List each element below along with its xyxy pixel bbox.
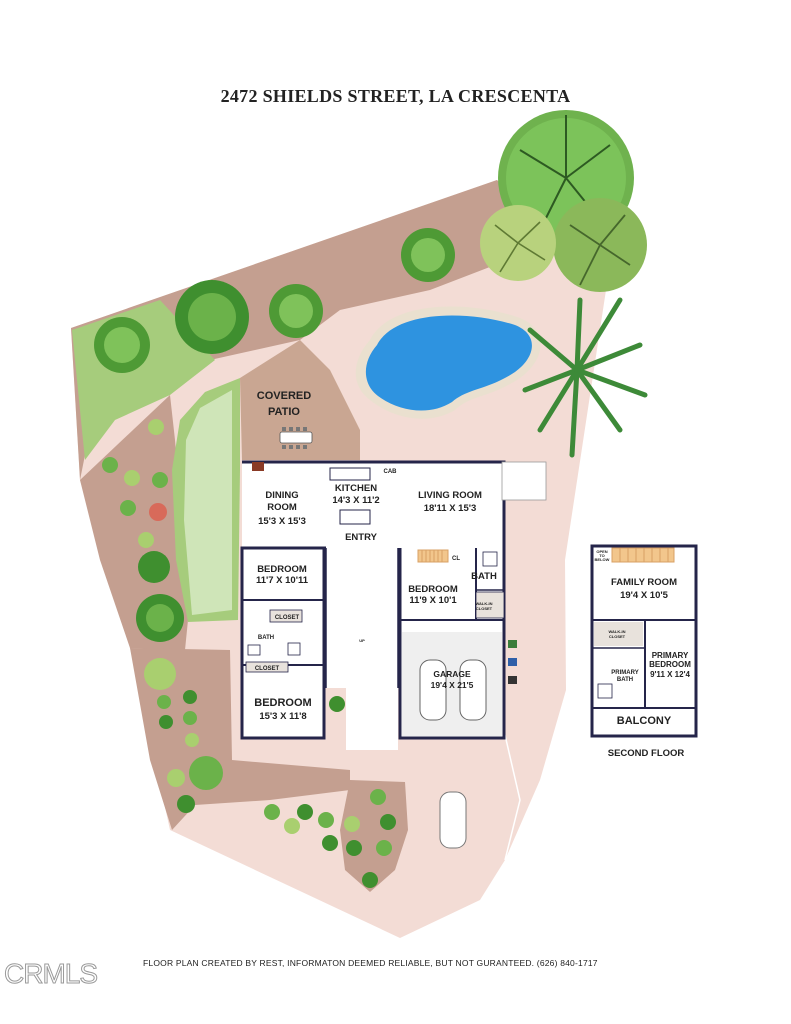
- page-title: 2472 SHIELDS STREET, LA CRESCENTA: [220, 86, 571, 106]
- dining-room-size: 15'3 X 15'3: [258, 516, 306, 527]
- closet-1-label: CLOSET: [275, 615, 300, 621]
- kitchen-name: KITCHEN: [335, 483, 377, 494]
- second-floor: [590, 544, 698, 738]
- closet-2-label: CLOSET: [255, 666, 280, 672]
- driveway-edge: [504, 734, 521, 861]
- bath-1-label: BATH: [258, 635, 274, 641]
- cl-label: CL: [452, 556, 460, 562]
- garage-size: 19'4 X 21'5: [431, 680, 474, 690]
- covered-patio-area: [240, 340, 360, 460]
- palm-tree: [522, 297, 648, 458]
- bedroom-3-name: BEDROOM: [254, 697, 311, 709]
- large-shade-tree: [480, 110, 647, 292]
- family-room-name: FAMILY ROOM: [611, 577, 677, 588]
- shrubs-north: [94, 228, 455, 373]
- up-label: UP: [359, 638, 365, 643]
- bath-2-label: BATH: [471, 571, 497, 582]
- bedroom-2-name: BEDROOM: [408, 584, 458, 595]
- planting-strip-south: [340, 780, 408, 892]
- family-room-size: 19'4 X 10'5: [620, 590, 669, 601]
- balcony-label: BALCONY: [617, 715, 672, 727]
- bedroom-2-size: 11'9 X 10'1: [409, 595, 457, 606]
- lawn-west-light: [184, 390, 232, 615]
- bedroom-1-name: BEDROOM: [257, 564, 307, 575]
- patio-table: [279, 427, 313, 449]
- pool-water: [365, 315, 532, 411]
- kitchen-size: 14'3 X 11'2: [332, 495, 379, 506]
- living-room-name: LIVING ROOM: [418, 490, 482, 501]
- driveway-car: [439, 791, 467, 849]
- bedroom-3-size: 15'3 X 11'8: [259, 711, 306, 722]
- entry-label: ENTRY: [345, 532, 378, 543]
- main-floor: [240, 460, 547, 750]
- primary-bedroom-size: 9'11 X 12'4: [650, 670, 690, 679]
- living-room-size: 18'11 X 15'3: [424, 503, 477, 514]
- garage-name: GARAGE: [433, 669, 471, 679]
- shrubs-west: [102, 419, 184, 642]
- bedroom-1-size: 11'7 X 10'11: [256, 575, 309, 586]
- cab-label: CAB: [384, 469, 398, 475]
- watermark: CRMLS: [3, 958, 98, 990]
- second-floor-caption: SECOND FLOOR: [608, 748, 685, 759]
- footer-disclaimer: FLOOR PLAN CREATED BY REST, INFORMATON D…: [143, 958, 598, 968]
